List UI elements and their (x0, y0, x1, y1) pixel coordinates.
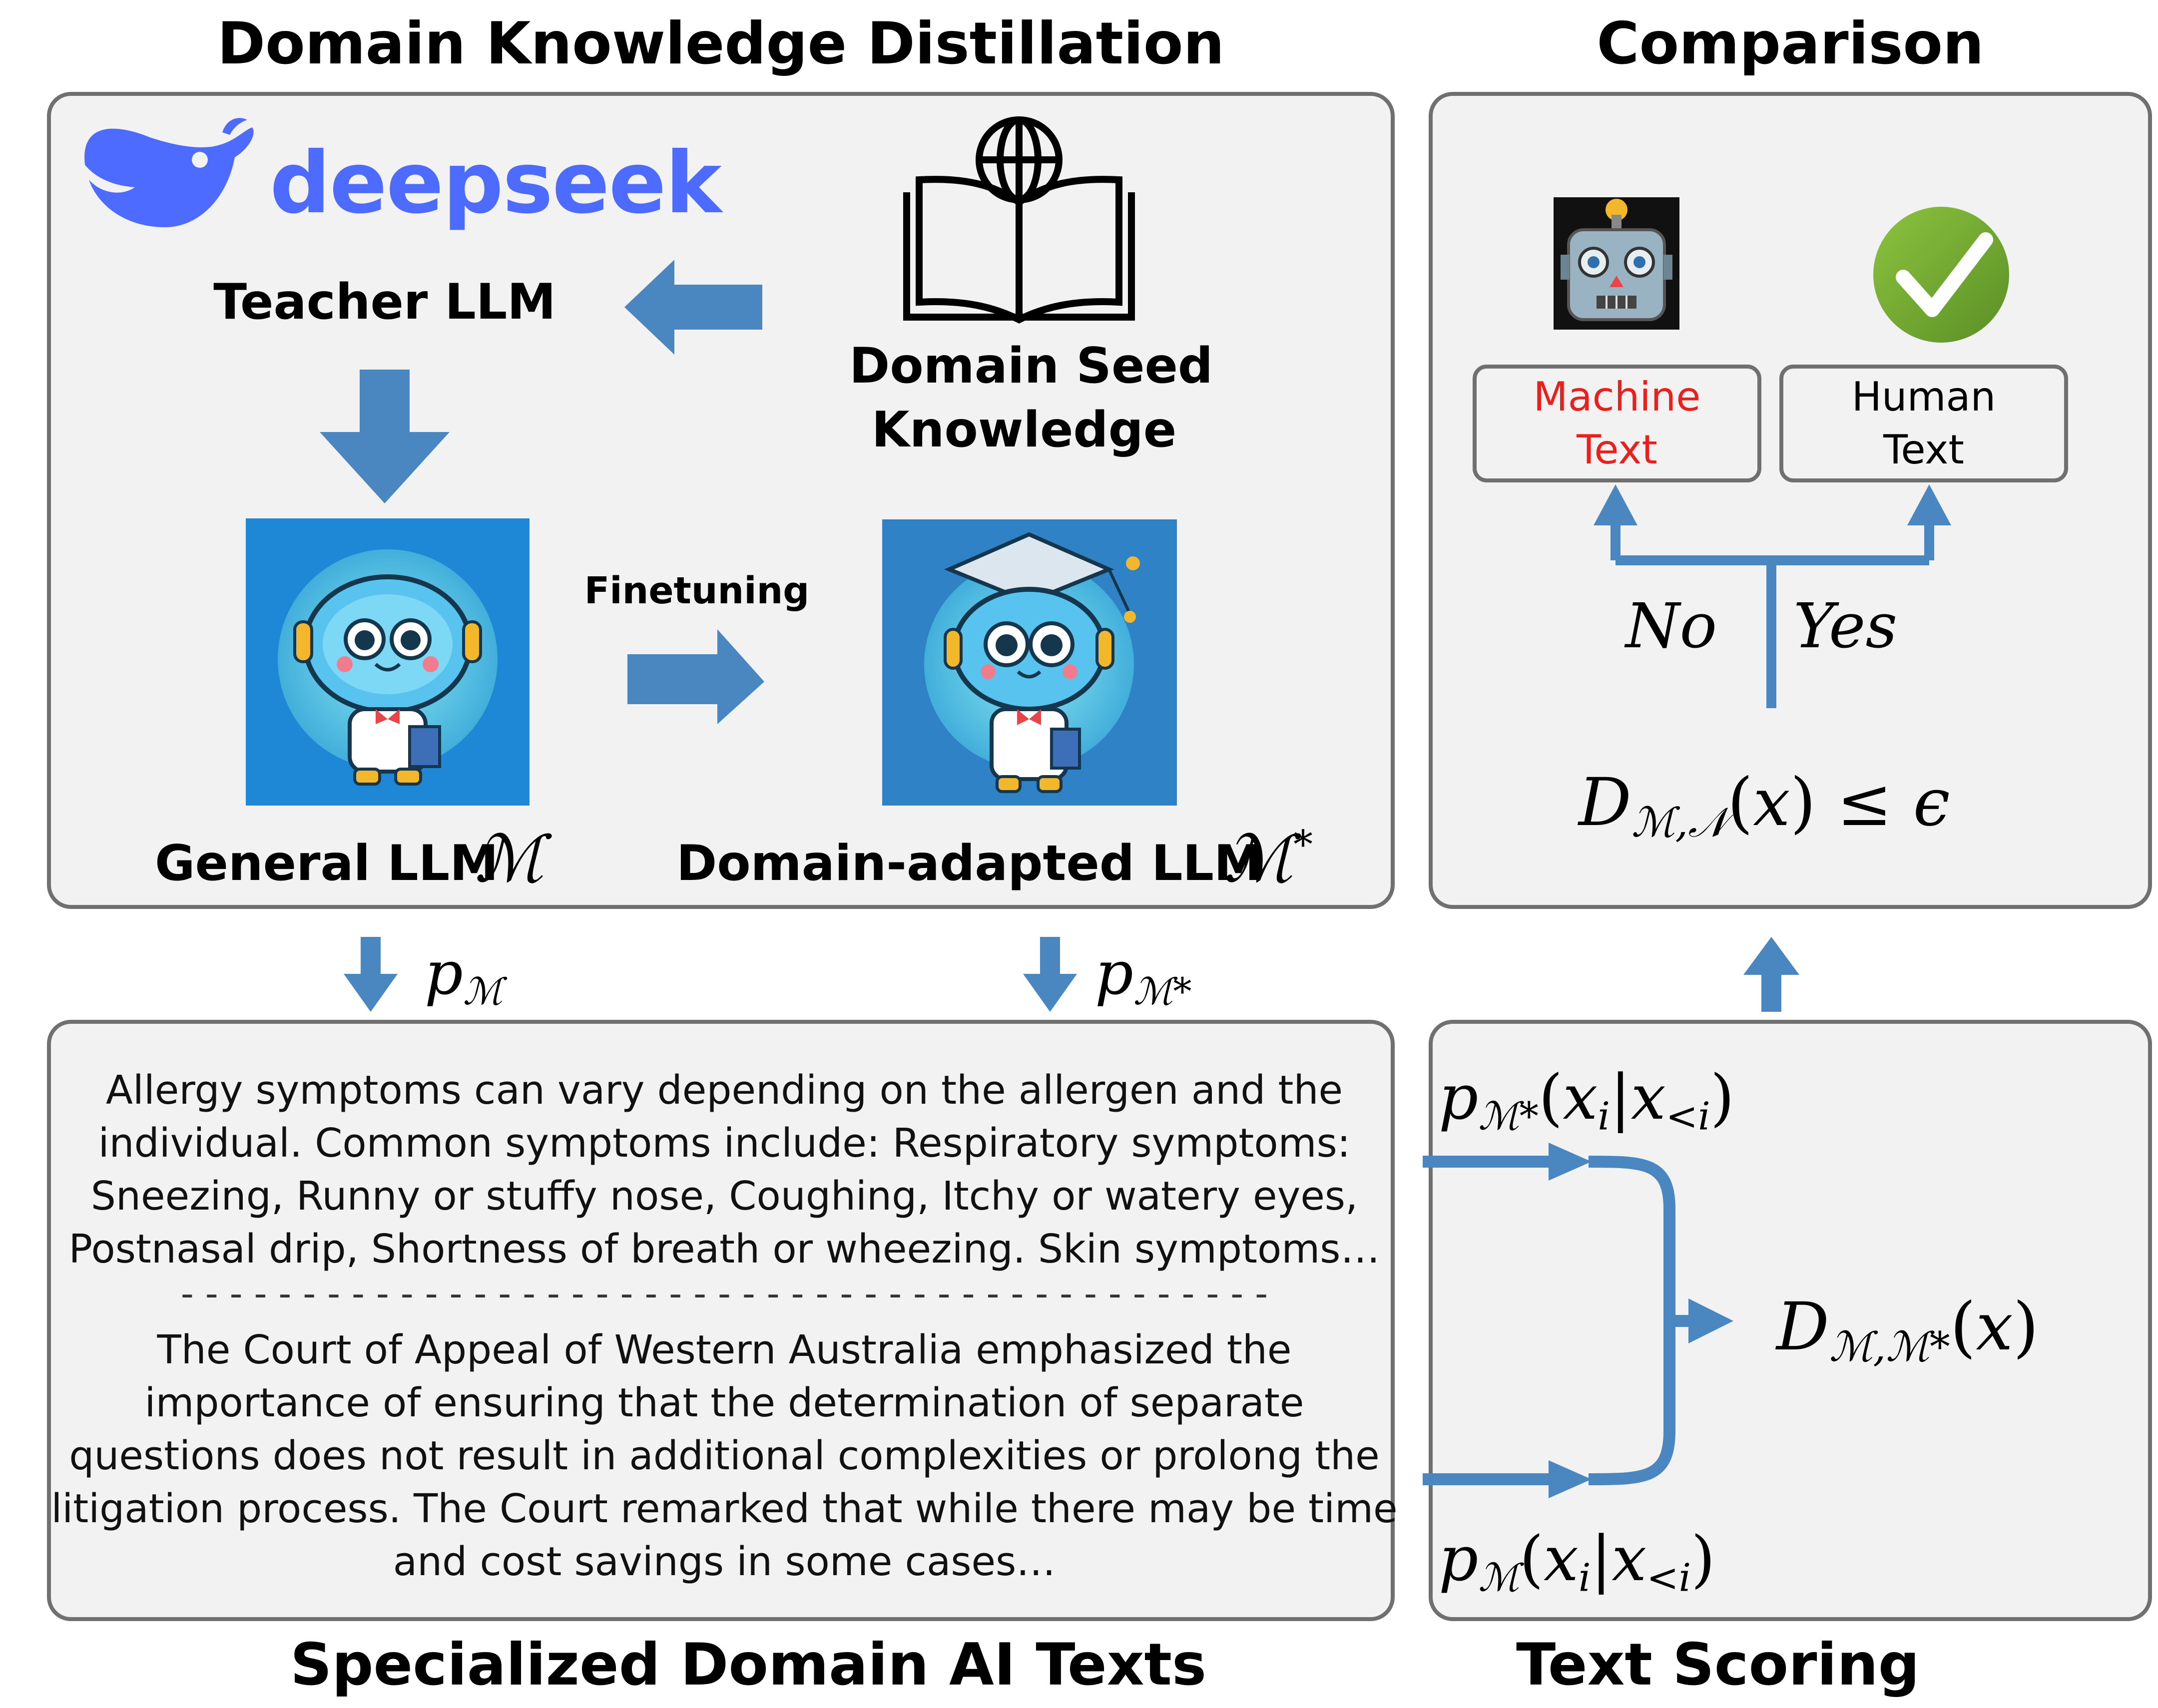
checkmark-icon (1873, 207, 2009, 343)
distillation-title: Domain Knowledge Distillation (217, 10, 1225, 77)
ai-texts-panel (47, 1020, 1395, 1621)
pm-star-label: pℳ* (1095, 939, 1192, 1013)
pm-label: pℳ (425, 939, 503, 1013)
book-globe-icon (903, 116, 1135, 324)
human-text-box: Human Text (1779, 365, 2068, 482)
arrow-scoring-to-comparison (1743, 937, 1799, 1012)
machine-text-box: Machine Text (1473, 365, 1761, 482)
ai-text-court: The Court of Appeal of Western Australia… (51, 1327, 1398, 1585)
divergence-score: Dℳ,ℳ*(x) (1776, 1288, 2039, 1371)
domain-llm-symbol: ℳ* (1224, 821, 1313, 897)
human-text-line1: Human (1851, 374, 1996, 420)
deepseek-whale-icon (84, 118, 254, 227)
ai-texts-title: Specialized Domain AI Texts (290, 1631, 1207, 1699)
human-text-line2: Text (1883, 427, 1964, 473)
scoring-merge-arrows (1423, 1156, 1693, 1485)
robot-student-icon (246, 518, 530, 806)
scoring-arrowhead-top (1549, 1143, 1592, 1181)
decision-arrowhead-no (1594, 484, 1637, 525)
decision-formula: Dℳ,𝒩(x) ≤ ϵ (1579, 764, 1950, 847)
deepseek-logo-text: deepseek (270, 134, 722, 233)
finetuning-label: Finetuning (584, 569, 810, 612)
ai-text-allergy: Allergy symptoms can vary depending on t… (68, 1067, 1380, 1272)
arrow-finetuning (627, 629, 764, 724)
ai-text-divider: - - - - - - - - - - - - - - - - - - - - … (180, 1274, 1268, 1313)
seed-label-line2: Knowledge (871, 402, 1177, 458)
arrow-seed-to-teacher (624, 260, 762, 355)
general-llm-symbol: ℳ (475, 821, 544, 897)
decision-arrowhead-yes (1907, 484, 1951, 525)
machine-text-line1: Machine (1533, 374, 1701, 420)
arrow-pm-star-down (1023, 937, 1077, 1012)
machine-text-line2: Text (1577, 427, 1657, 473)
scoring-title: Text Scoring (1516, 1631, 1920, 1699)
pm-star-conditional: pℳ*(xi|x<i) (1439, 1062, 1735, 1139)
general-llm-label: General LLM (155, 835, 499, 892)
yes-label: Yes (1793, 590, 1898, 662)
scoring-arrowhead-out (1688, 1298, 1733, 1343)
machine-robot-icon (1554, 197, 1679, 330)
robot-graduate-icon (882, 519, 1177, 806)
arrow-teacher-to-general (320, 370, 450, 503)
domain-llm-label: Domain-adapted LLM (676, 835, 1263, 892)
scoring-panel (1429, 1020, 2152, 1621)
seed-label-line1: Domain Seed (849, 338, 1213, 395)
arrow-pm-down (344, 937, 398, 1012)
scoring-arrowhead-bottom (1549, 1460, 1592, 1498)
pm-conditional: pℳ(xi|x<i) (1439, 1523, 1715, 1601)
no-label: No (1625, 590, 1717, 662)
comparison-title: Comparison (1597, 10, 1984, 77)
teacher-llm-label: Teacher LLM (213, 274, 556, 331)
